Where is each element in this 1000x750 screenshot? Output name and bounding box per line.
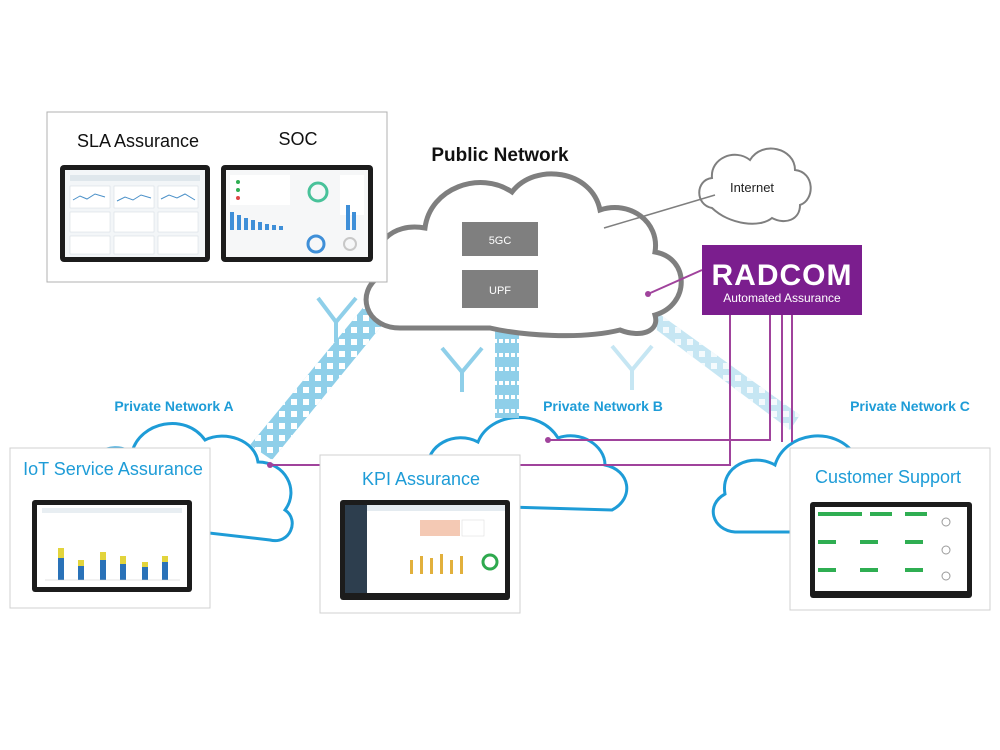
- link-band-c-dots: [640, 300, 800, 430]
- panel-title-kpi: KPI Assurance: [362, 469, 480, 489]
- private-network-a-label: Private Network A: [114, 398, 233, 414]
- private-network-c-label: Private Network C: [850, 398, 970, 414]
- antenna-icon: [440, 346, 484, 392]
- radcom-box: [702, 245, 862, 315]
- monitor-icon: [32, 500, 192, 592]
- panel-title-soc: SOC: [278, 129, 317, 149]
- panel-title-support: Customer Support: [815, 467, 961, 487]
- private-network-b-label: Private Network B: [543, 398, 663, 414]
- antenna-icon: [316, 296, 358, 342]
- link-band-a-dots: [250, 304, 388, 460]
- box-upf: [462, 270, 538, 308]
- monitor-icon: [340, 500, 510, 600]
- radcom-tagline: Automated Assurance: [723, 291, 841, 305]
- monitor-icon: [810, 502, 972, 598]
- radcom-brand: RADCOM: [712, 259, 853, 292]
- box-5gc-label: 5GC: [489, 235, 512, 247]
- public-network-title: Public Network: [431, 145, 569, 166]
- panel-title-iot: IoT Service Assurance: [23, 459, 203, 479]
- box-upf-label: UPF: [489, 285, 511, 297]
- monitor-icon: [60, 165, 210, 262]
- monitor-icon: [221, 165, 373, 262]
- panel-title-sla: SLA Assurance: [77, 131, 199, 151]
- internet-label: Internet: [730, 180, 774, 195]
- internet-link: [603, 194, 716, 229]
- box-5gc: [462, 222, 538, 256]
- antenna-icon: [610, 344, 654, 390]
- cloud-icon: [698, 147, 812, 225]
